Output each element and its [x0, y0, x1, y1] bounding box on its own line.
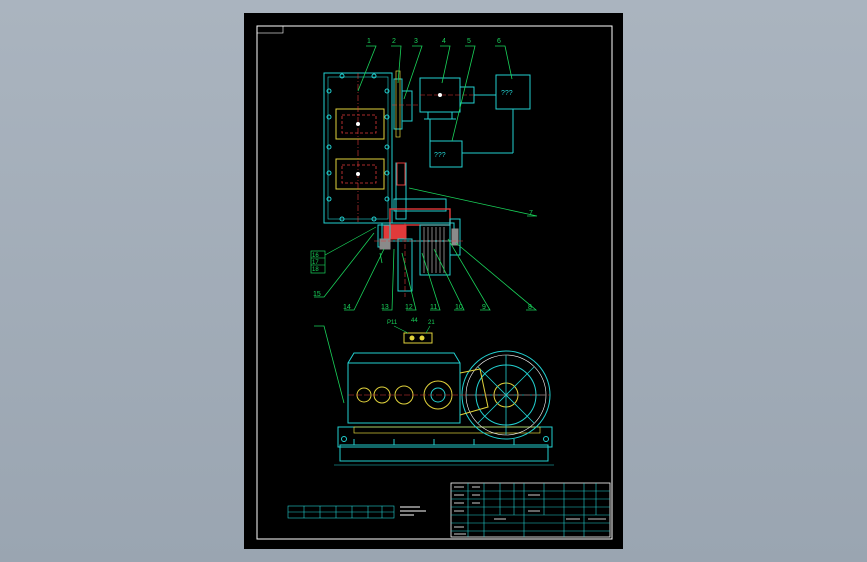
controller-box-label: ??? [434, 152, 446, 159]
callout-8: 8 [528, 304, 532, 311]
callout-11: 11 [430, 304, 437, 311]
callout-9: 9 [482, 304, 486, 311]
callout-5: 5 [467, 38, 471, 45]
bottom-callouts: 15 14 13 12 11 10 9 8 [313, 291, 532, 311]
callout-12: 12 [405, 304, 413, 311]
callout-18: 18 [312, 267, 319, 273]
bottom-callout-leaders [314, 232, 538, 311]
detail-view: P11 44 21 [387, 318, 435, 344]
callout-10: 10 [455, 304, 463, 311]
callout-1: 1 [367, 38, 371, 45]
drawing-sheet: ??? ??? 1 2 3 4 [244, 13, 623, 549]
callout-14: 14 [343, 304, 351, 311]
control-wiring [429, 74, 531, 168]
detail-label-p11: P11 [387, 320, 398, 326]
gearbox-plan-view [323, 72, 393, 224]
drum-section-view [374, 162, 464, 297]
corner-code-box [256, 25, 284, 34]
side-callout-stack: 16 17 18 [310, 226, 377, 274]
callout-16: 16 [312, 253, 319, 259]
callout-17: 17 [312, 260, 319, 266]
top-callout-leaders [357, 45, 538, 264]
callout-6: 6 [497, 38, 501, 45]
callout-3: 3 [414, 38, 418, 45]
detail-label-44: 44 [411, 318, 418, 324]
callout-4: 4 [442, 38, 446, 45]
callout-7: 7 [529, 210, 533, 217]
technical-notes [400, 506, 426, 516]
detail-label-21: 21 [428, 320, 435, 326]
motor [419, 77, 484, 120]
title-block-text-marks [454, 486, 606, 535]
inner-frame [256, 25, 613, 540]
gearbox-front-elevation [314, 325, 554, 466]
motor-control-box-label: ??? [501, 90, 513, 97]
gear-parameter-table [287, 505, 395, 519]
top-callouts: 1 2 3 4 5 6 7 [367, 38, 533, 217]
callout-13: 13 [381, 304, 389, 311]
coupling-assembly [392, 70, 420, 138]
callout-2: 2 [392, 38, 396, 45]
mechanical-drawing: ??? ??? 1 2 3 4 [256, 25, 613, 540]
callout-15: 15 [313, 291, 321, 298]
title-block [450, 482, 611, 538]
